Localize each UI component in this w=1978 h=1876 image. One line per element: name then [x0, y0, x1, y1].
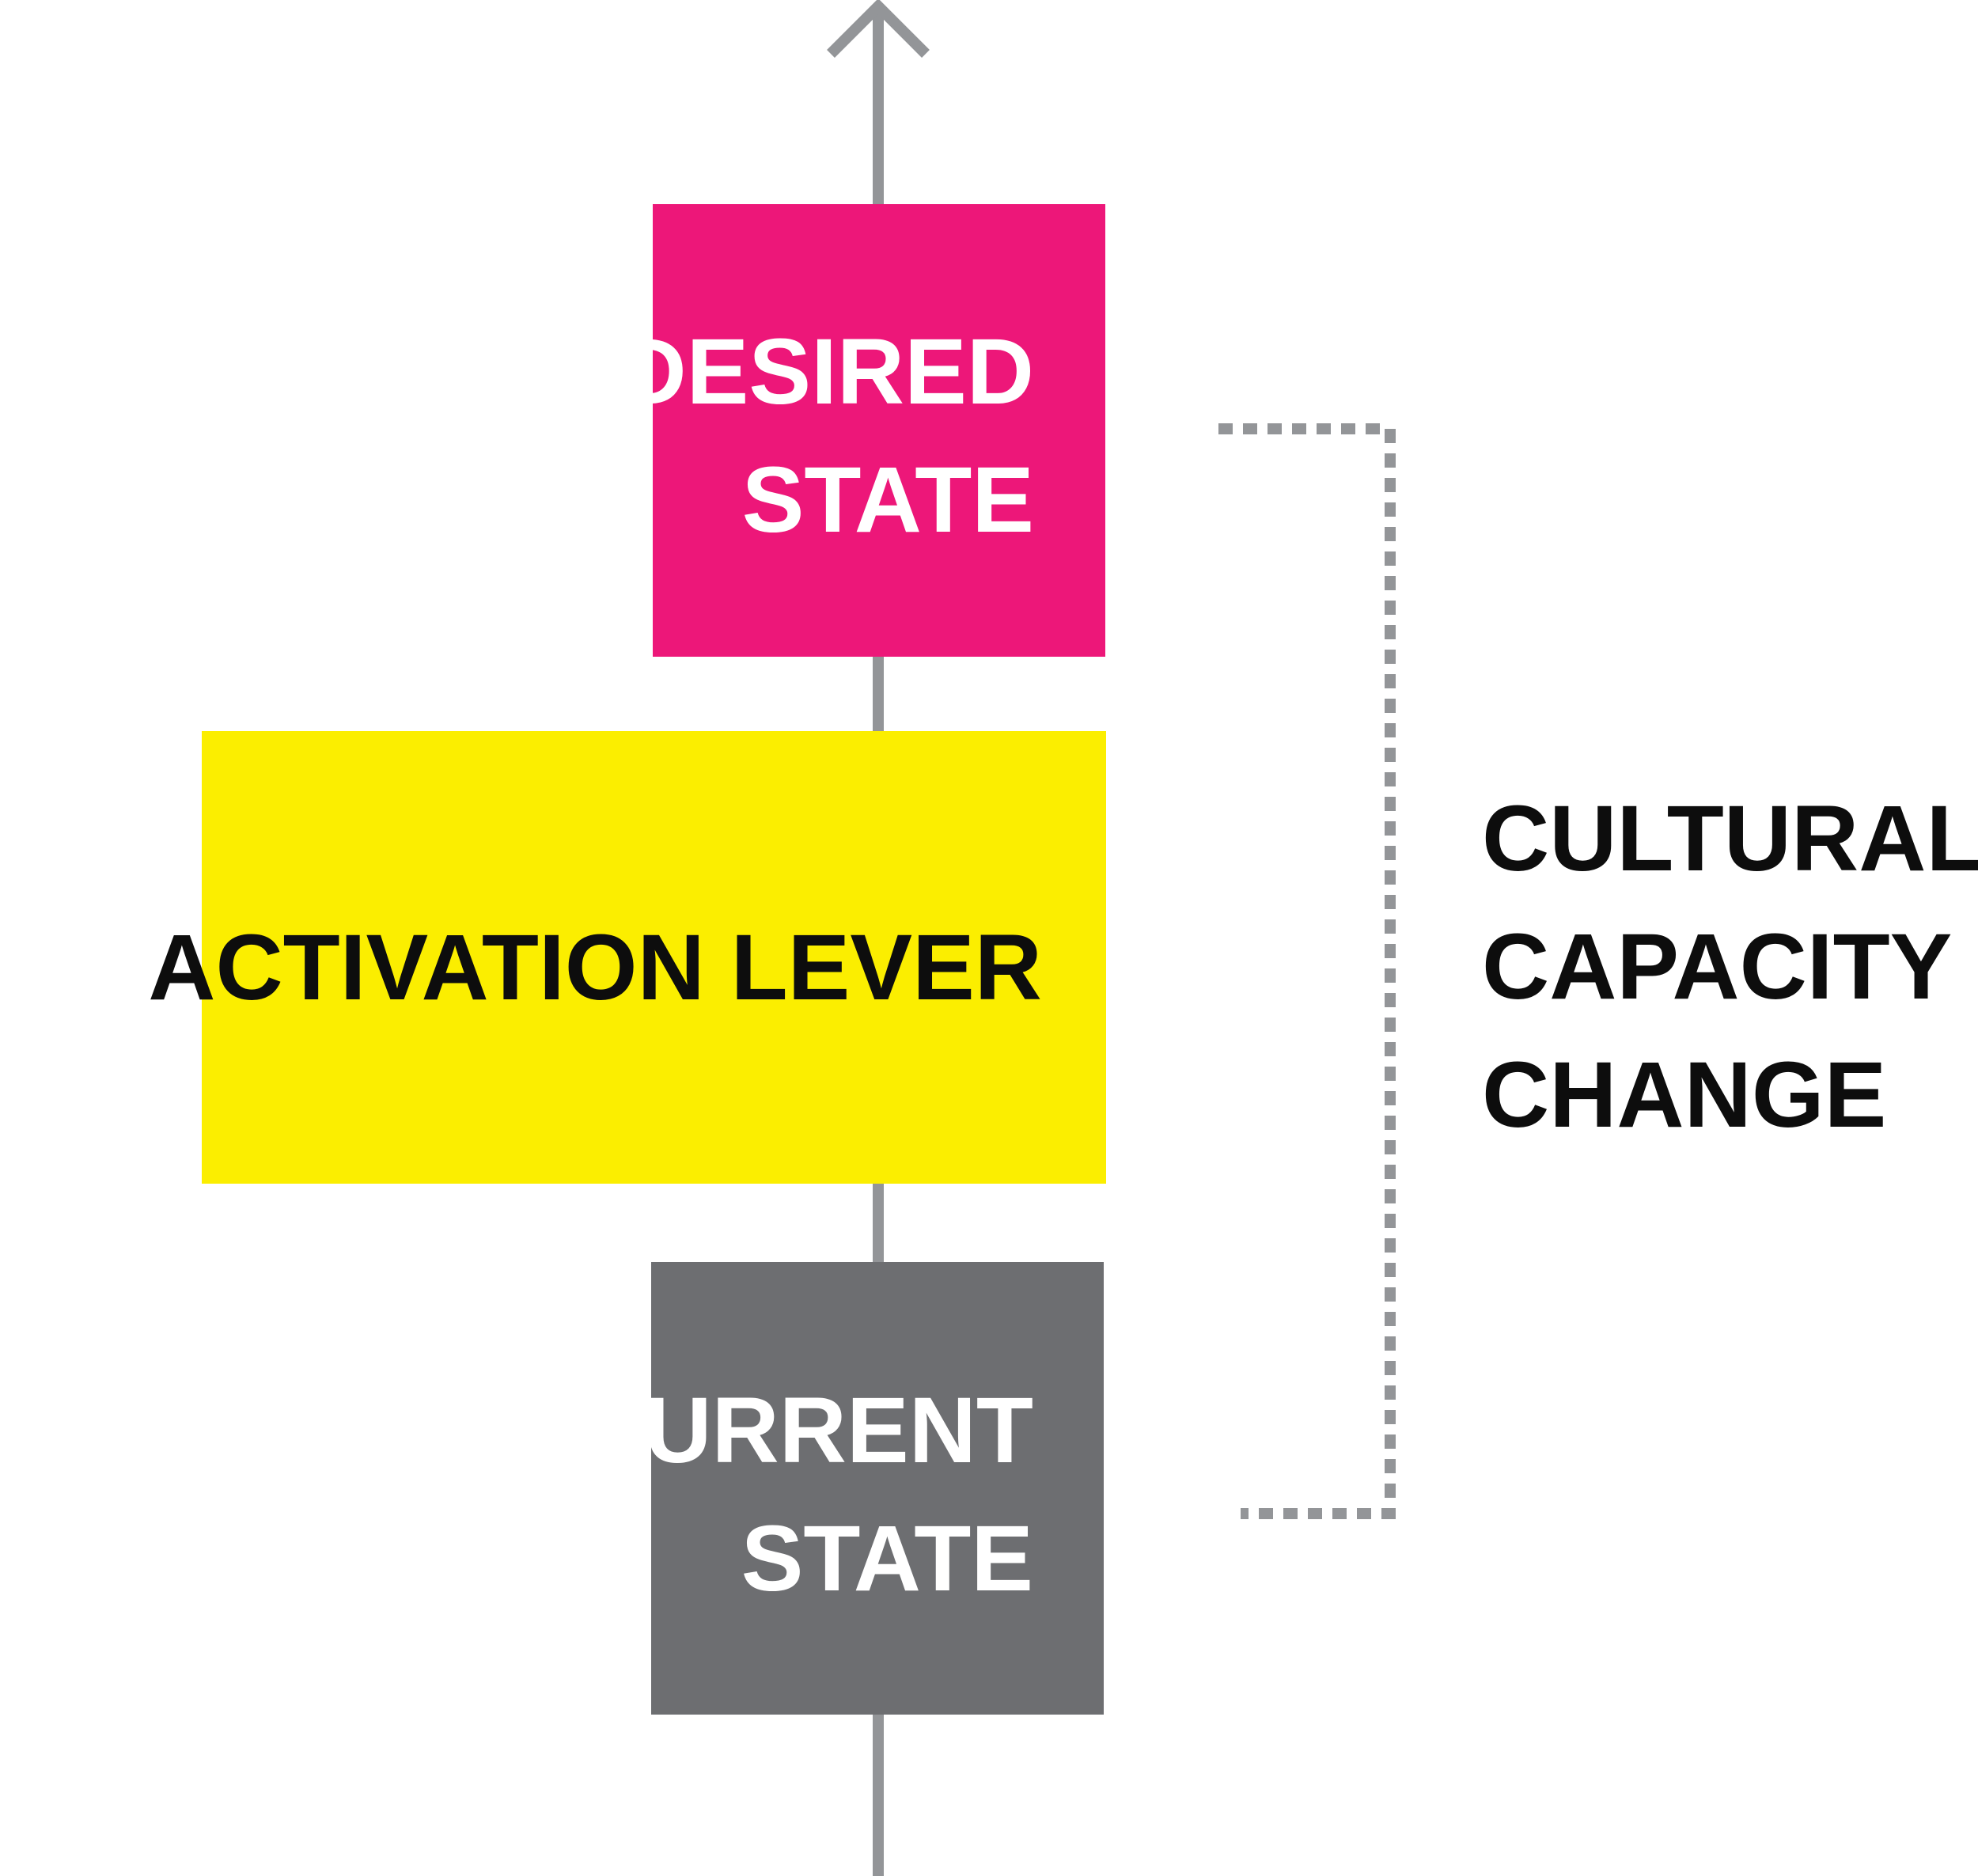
activation-lever-rect — [202, 731, 1106, 1184]
desired-state-line1: DESIRED — [619, 320, 1034, 424]
desired-state-line2: STATE — [742, 448, 1034, 552]
cultural-capacity-line3: CHANGE — [1482, 1043, 1886, 1147]
cultural-capacity-label: CULTURAL CAPACITY FOR CHANGE — [1482, 786, 1978, 1147]
arrow-head-icon — [827, 0, 930, 58]
current-state-line2: STATE — [741, 1506, 1033, 1611]
activation-lever-label: ACTIVATION LEVER — [148, 915, 1042, 1020]
current-state-line1: CURRENT — [577, 1378, 1033, 1483]
cultural-capacity-line2: CAPACITY FOR — [1482, 915, 1978, 1019]
capacity-bracket — [1218, 423, 1396, 1519]
current-state-rect — [651, 1262, 1104, 1715]
desired-state-rect — [653, 204, 1105, 657]
desired-state-box: DESIRED STATE — [619, 204, 1105, 657]
current-state-box: CURRENT STATE — [577, 1262, 1104, 1715]
cultural-capacity-line1: CULTURAL — [1482, 786, 1978, 891]
activation-lever-box: ACTIVATION LEVER — [148, 731, 1106, 1184]
